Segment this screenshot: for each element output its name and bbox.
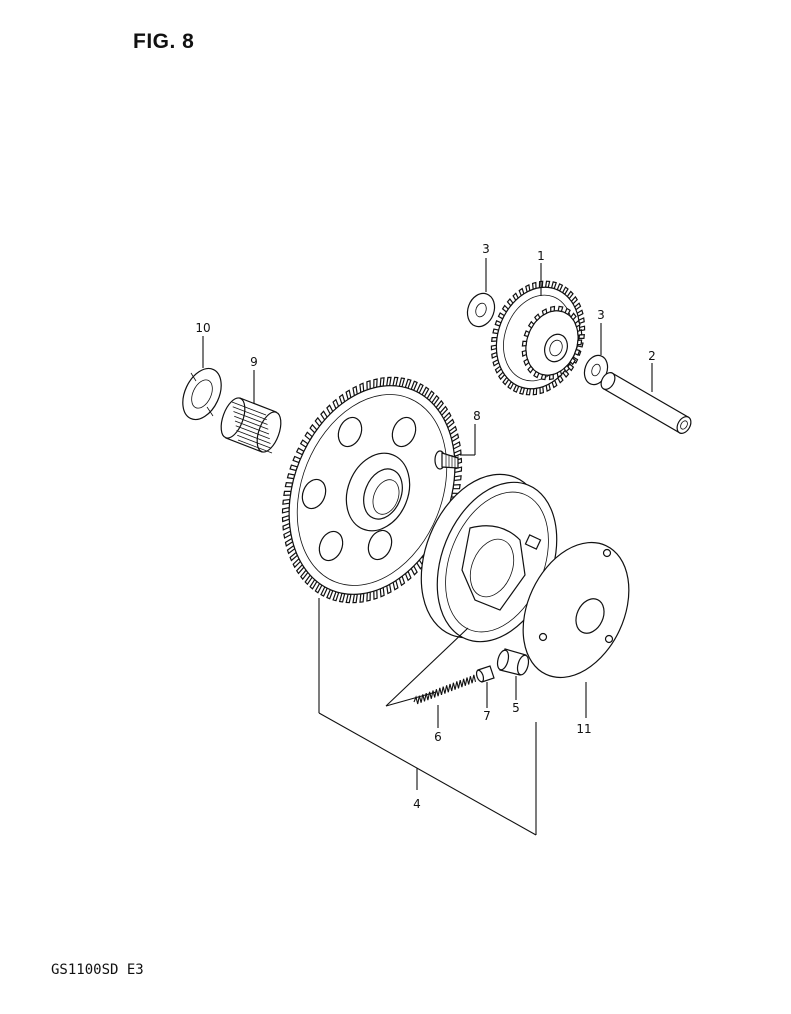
callout-2: 2: [648, 349, 656, 363]
callout-4: 4: [413, 797, 421, 811]
callout-11: 11: [576, 722, 591, 736]
callout-3a: 3: [482, 242, 490, 256]
callout-6: 6: [434, 730, 442, 744]
callout-1: 1: [537, 249, 545, 263]
washer-part-3a[interactable]: [463, 290, 499, 331]
callout-10: 10: [195, 321, 210, 335]
figure-title: FIG. 8: [133, 30, 195, 53]
thrust-washer-part-10[interactable]: [175, 362, 229, 425]
callout-7: 7: [483, 709, 491, 723]
leader-lines: [202, 258, 653, 836]
model-code: GS1100SD E3: [51, 962, 144, 978]
callout-9: 9: [250, 355, 258, 369]
spring-part-6[interactable]: [413, 674, 477, 705]
callout-8: 8: [473, 409, 481, 423]
bolt-part-8[interactable]: [434, 450, 459, 470]
roller-part-5[interactable]: [496, 648, 531, 676]
plunger-part-7[interactable]: [475, 665, 495, 683]
callout-5: 5: [512, 701, 520, 715]
callout-3b: 3: [597, 308, 605, 322]
plate-part-11[interactable]: [502, 525, 649, 694]
idler-gear-part-1[interactable]: [483, 275, 594, 400]
shaft-part-2[interactable]: [598, 370, 693, 436]
clutch-housing-part-4[interactable]: [398, 456, 579, 660]
needle-bearing-part-9[interactable]: [216, 395, 285, 455]
